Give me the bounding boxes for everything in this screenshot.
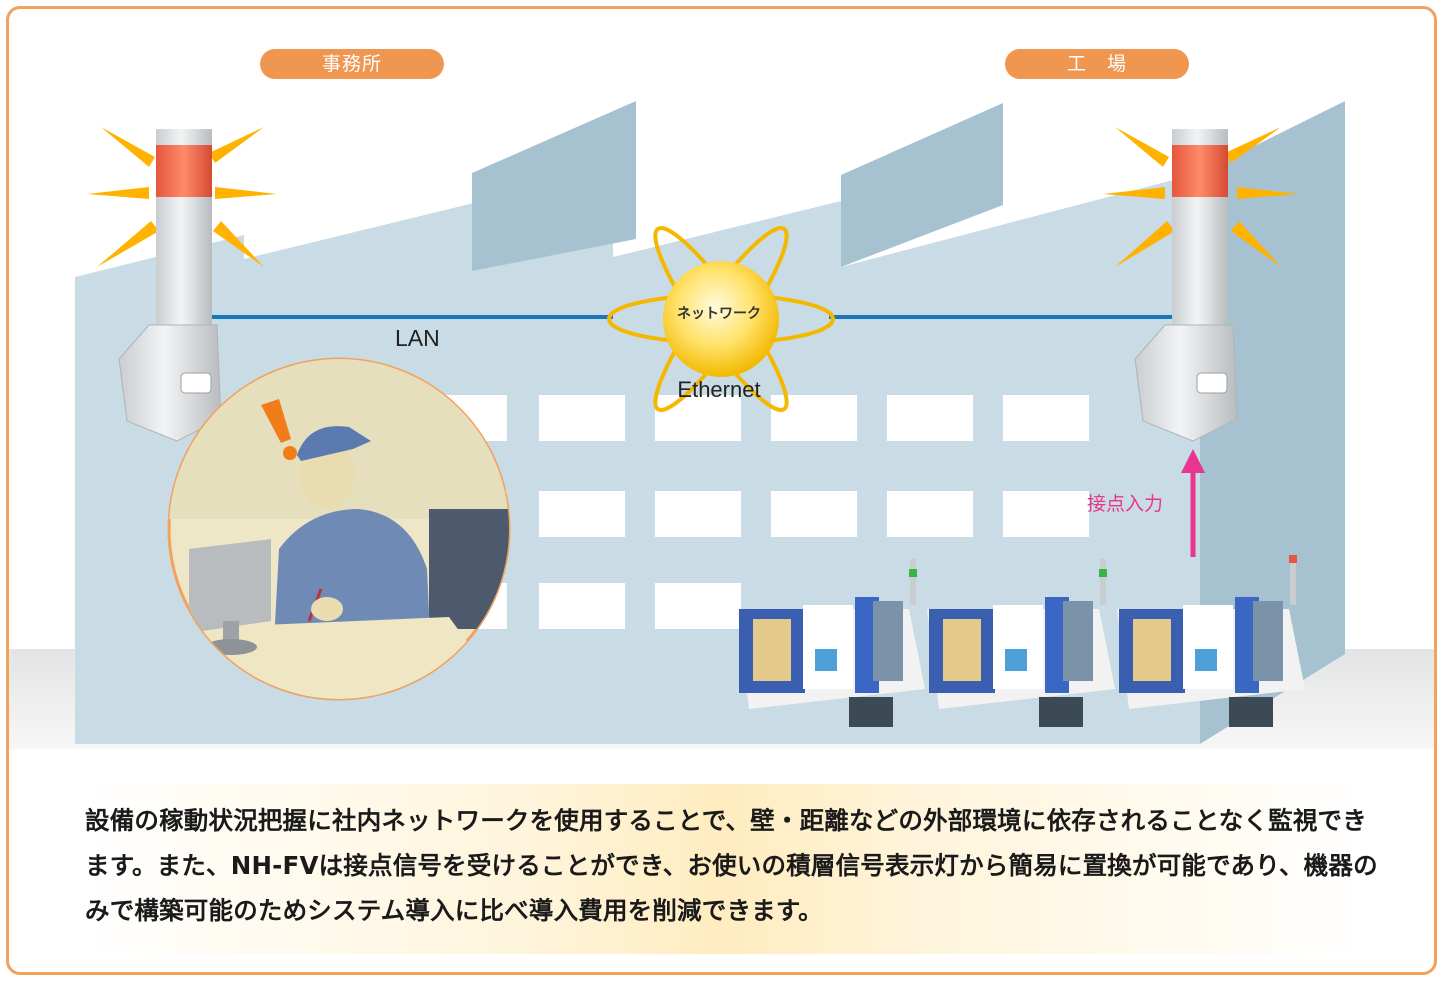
factory-label: 工 場 bbox=[1005, 49, 1189, 79]
arrow-up-icon bbox=[1181, 449, 1205, 557]
signal-tower-icon bbox=[1103, 127, 1299, 442]
diagram-frame: 事務所 工 場 LAN ネットワーク Ethernet 接点入力 設備の稼動状況… bbox=[6, 6, 1437, 975]
description-text: 設備の稼動状況把握に社内ネットワークを使用することで、壁・距離などの外部環境に依… bbox=[85, 806, 1378, 925]
machine-icon bbox=[737, 559, 925, 727]
ethernet-label: Ethernet bbox=[677, 377, 761, 402]
machine-icon bbox=[927, 559, 1115, 727]
globe-icon bbox=[607, 226, 835, 412]
lan-label: LAN bbox=[395, 325, 440, 351]
exclamation-icon bbox=[261, 399, 297, 460]
machine-icon bbox=[1117, 555, 1305, 727]
diagram-scene bbox=[9, 101, 1434, 749]
description-highlight bbox=[79, 784, 1369, 954]
signal-tower-icon bbox=[87, 127, 277, 442]
description-area: 設備の稼動状況把握に社内ネットワークを使用することで、壁・距離などの外部環境に依… bbox=[9, 754, 1434, 969]
network-label: ネットワーク bbox=[677, 305, 761, 321]
office-label: 事務所 bbox=[260, 49, 444, 79]
contact-input-label: 接点入力 bbox=[1087, 493, 1164, 515]
